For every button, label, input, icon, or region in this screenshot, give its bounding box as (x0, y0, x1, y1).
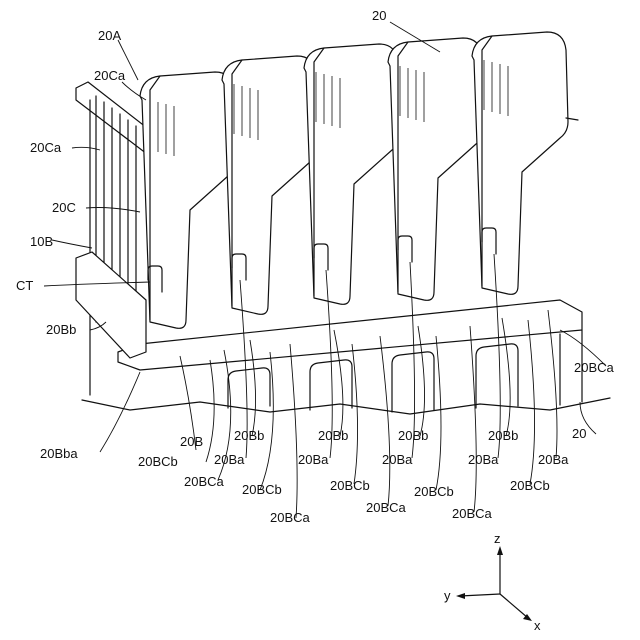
label-20Ba-2: 20Ba (298, 452, 329, 467)
label-20-right: 20 (572, 426, 586, 441)
axis-z-label: z (494, 531, 501, 546)
fin-2 (222, 56, 318, 314)
label-20Ba-3: 20Ba (382, 452, 413, 467)
label-10B: 10B (30, 234, 53, 249)
label-20Bb-2: 20Bb (318, 428, 348, 443)
label-20BCa-4: 20BCa (452, 506, 493, 521)
label-20BCa-3: 20BCa (366, 500, 407, 515)
label-20BCa-1: 20BCa (184, 474, 225, 489)
label-20BCb-5: 20BCb (510, 478, 550, 493)
label-20C: 20C (52, 200, 76, 215)
label-20Ca-left: 20Ca (30, 140, 62, 155)
label-20Ba-4: 20Ba (468, 452, 499, 467)
label-CT: CT (16, 278, 33, 293)
label-20Bb-3: 20Bb (398, 428, 428, 443)
fin-3 (304, 44, 400, 304)
label-20Ba-5: 20Ba (538, 452, 569, 467)
label-20B: 20B (180, 434, 203, 449)
fin-5 (472, 32, 578, 294)
axis-x-label: x (534, 618, 541, 633)
fin-4 (388, 38, 484, 300)
label-20BCa-right: 20BCa (574, 360, 615, 375)
label-20Ca-top: 20Ca (94, 68, 126, 83)
fin-1 (140, 72, 236, 328)
label-20BCb-4: 20BCb (414, 484, 454, 499)
label-20BCb-1: 20BCb (138, 454, 178, 469)
label-20Bb-4: 20Bb (488, 428, 518, 443)
axis-y-label: y (444, 588, 451, 603)
label-20Ba-1: 20Ba (214, 452, 245, 467)
label-20BCa-2: 20BCa (270, 510, 311, 525)
label-20BCb-2: 20BCb (242, 482, 282, 497)
label-20Bb-left: 20Bb (46, 322, 76, 337)
label-20A: 20A (98, 28, 121, 43)
label-20Bb-1: 20Bb (234, 428, 264, 443)
axis-indicator: z y x (444, 531, 541, 633)
label-20Bba: 20Bba (40, 446, 78, 461)
label-20-top: 20 (372, 8, 386, 23)
label-20BCb-3: 20BCb (330, 478, 370, 493)
